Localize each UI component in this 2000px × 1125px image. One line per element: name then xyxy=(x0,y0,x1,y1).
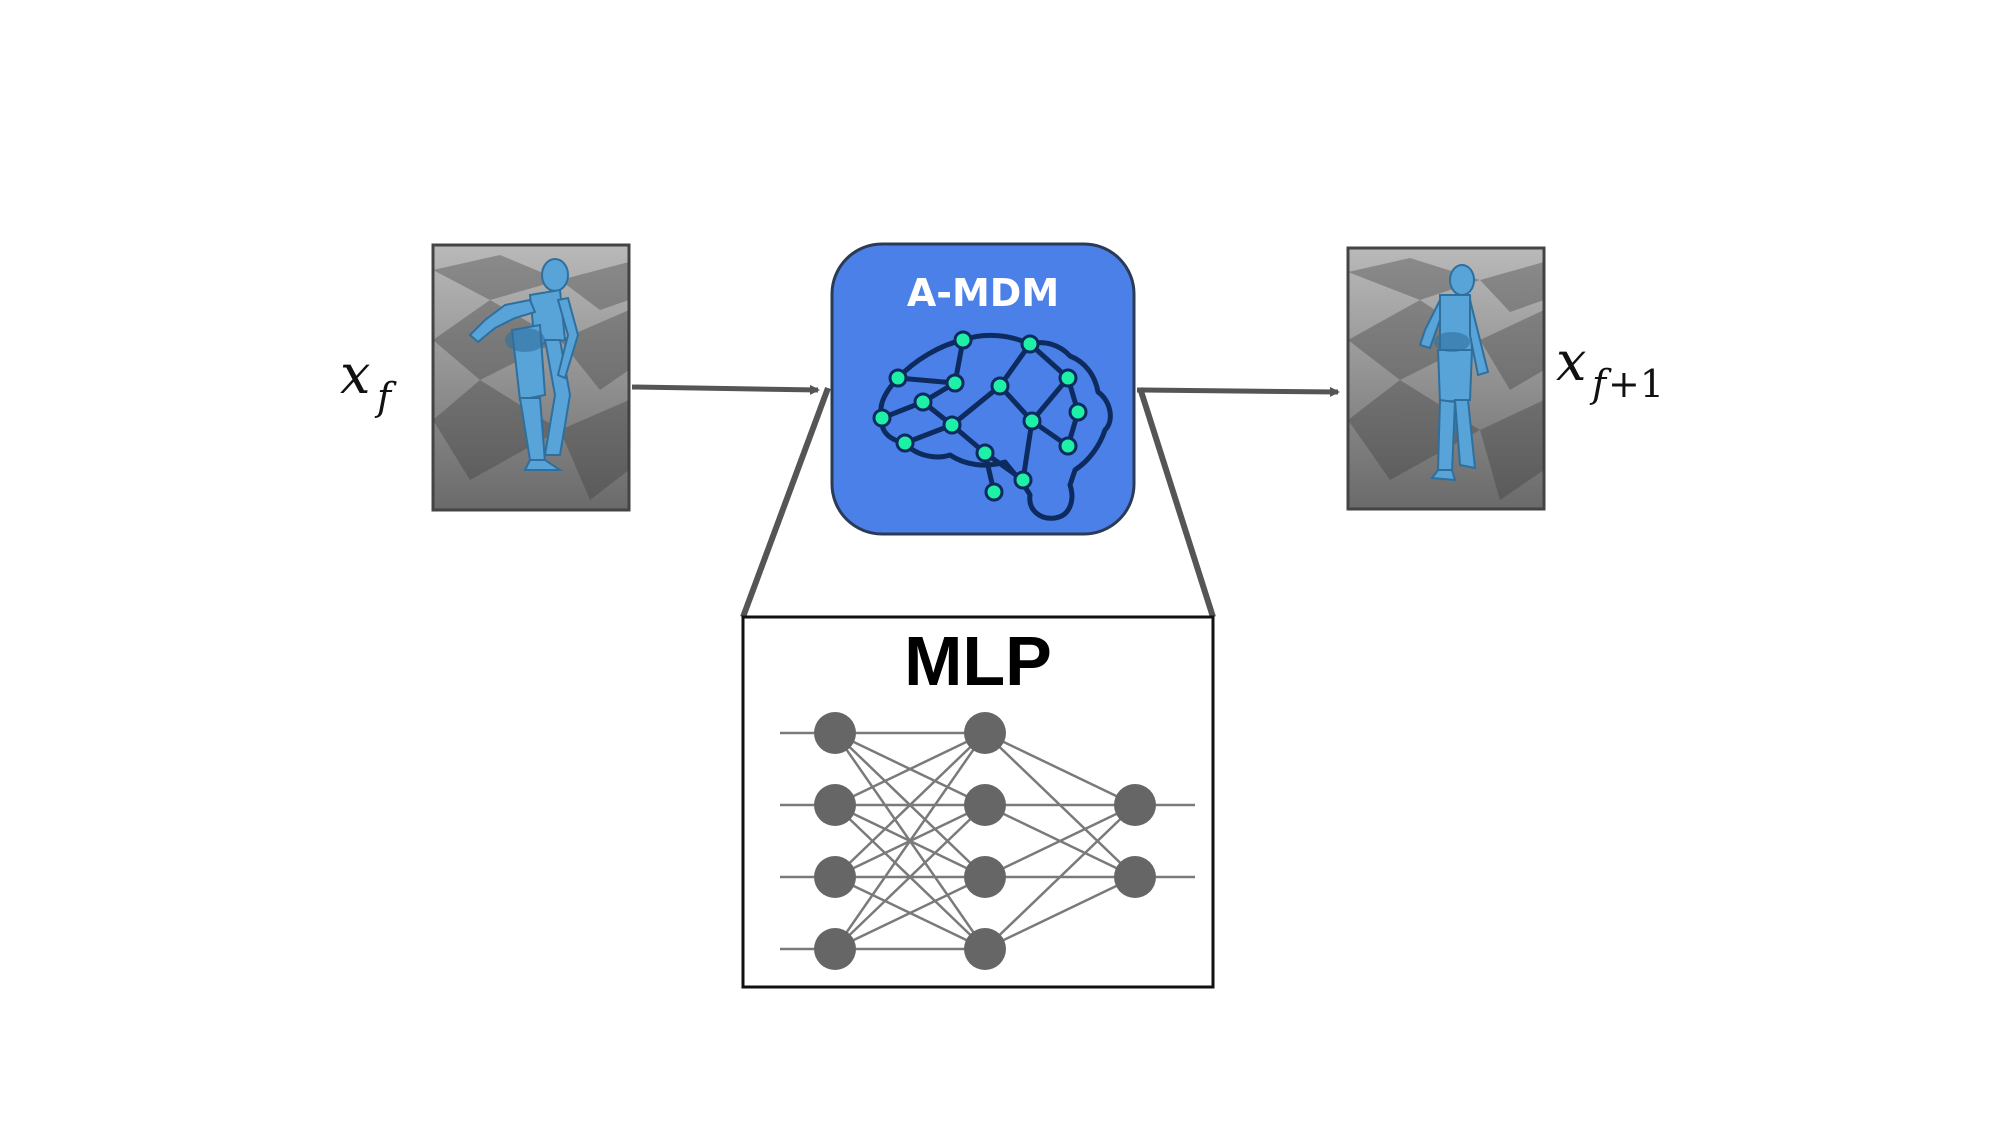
svg-text:x: x xyxy=(1556,330,1586,393)
output-label: x f +1 xyxy=(1556,330,1664,406)
mlp-edge xyxy=(984,875,1136,951)
svg-text:x: x xyxy=(340,343,370,406)
neural-network-icon xyxy=(780,712,1195,970)
mlp-edge xyxy=(834,875,986,951)
mlp-node-layer-1 xyxy=(814,928,856,970)
mlp-edge xyxy=(834,731,986,807)
mlp-node-layer-2 xyxy=(964,928,1006,970)
brain-nodes xyxy=(872,330,1088,502)
mlp-edge xyxy=(984,804,1136,950)
svg-text:f: f xyxy=(374,375,397,419)
mlp-node-layer-1 xyxy=(814,856,856,898)
mlp-node-layer-1 xyxy=(814,784,856,826)
zoom-line-left xyxy=(740,386,831,619)
mlp-node-layer-2 xyxy=(964,712,1006,754)
mlp-node-layer-1 xyxy=(814,712,856,754)
humanoid-figure-icon xyxy=(1418,264,1490,482)
input-frame xyxy=(431,243,631,512)
mlp-title: MLP xyxy=(904,622,1052,700)
mlp-node-layer-3 xyxy=(1114,784,1156,826)
zoom-line-right xyxy=(1137,387,1216,618)
arrow-amdm-to-output xyxy=(1136,386,1340,397)
mlp-node-layer-3 xyxy=(1114,856,1156,898)
amdm-block: A-MDM xyxy=(830,242,1136,536)
mlp-node-layer-2 xyxy=(964,856,1006,898)
amdm-title: A-MDM xyxy=(907,271,1059,315)
svg-text:+1: +1 xyxy=(1608,362,1664,406)
arrow-input-to-amdm xyxy=(631,384,820,395)
mlp-edge xyxy=(984,731,1136,807)
input-label: x f xyxy=(340,343,397,419)
mlp-edge xyxy=(833,732,987,950)
output-frame xyxy=(1346,246,1546,511)
humanoid-figure-icon xyxy=(468,258,580,471)
mlp-block: MLP xyxy=(741,615,1215,989)
mlp-node-layer-2 xyxy=(964,784,1006,826)
mlp-edge xyxy=(984,803,1136,879)
mlp-edge xyxy=(834,732,986,878)
mlp-edge xyxy=(834,804,986,950)
